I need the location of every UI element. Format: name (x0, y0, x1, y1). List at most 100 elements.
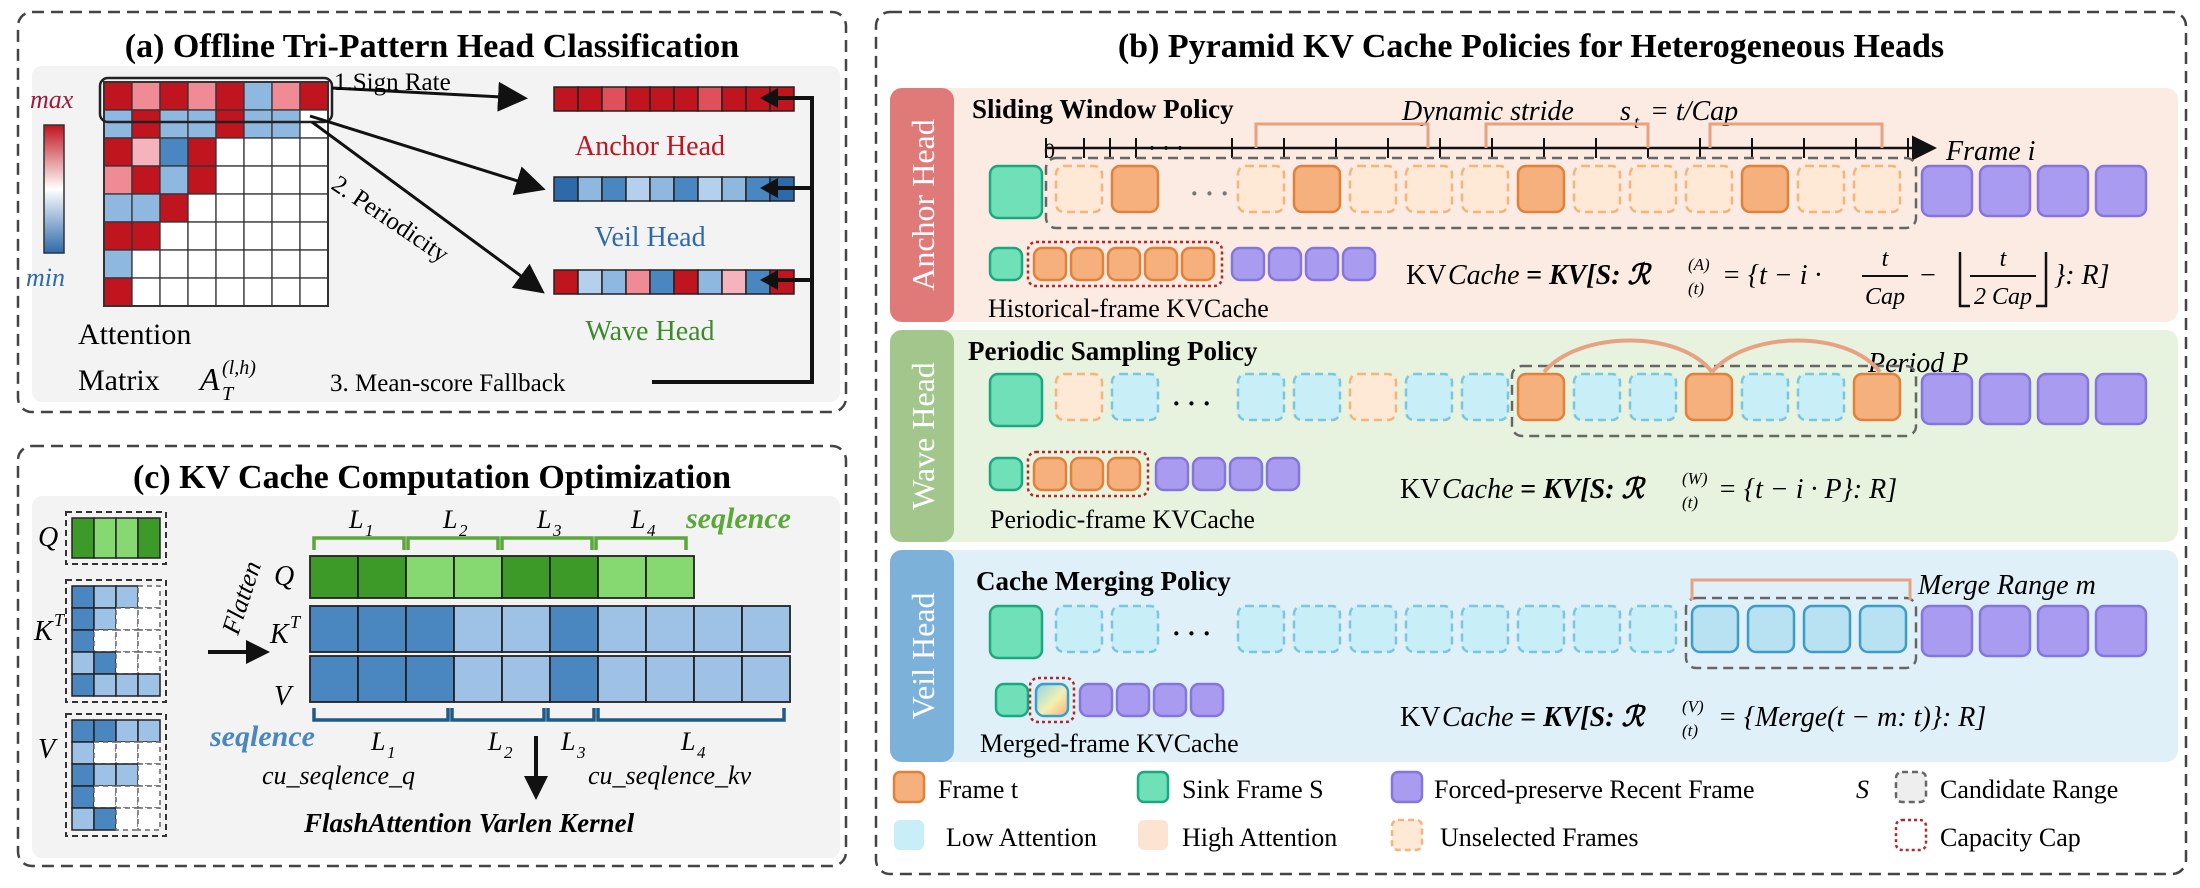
wave-pattern-cell (649, 269, 675, 295)
unselected-frame (1684, 164, 1734, 214)
low-attention-frame (1740, 372, 1790, 422)
v-small-cell (115, 719, 139, 743)
v-small-cell (93, 741, 117, 765)
selected-frame (1740, 164, 1790, 214)
matrix-cell (187, 193, 217, 223)
matrix-cell (215, 137, 245, 167)
matrix-cell (215, 221, 245, 251)
q-flat-cell (501, 555, 551, 599)
anchor-formula: KV Cache = KV[S: ℛ (A) (t) = {t − i · t … (1406, 246, 2110, 310)
bottom-length-label: L (680, 727, 695, 756)
cache-recent-frame (1154, 456, 1190, 492)
matrix-cell (131, 221, 161, 251)
wave-pattern-cell (577, 269, 603, 295)
anchor-formula-minus: − (1920, 260, 1936, 291)
veil-pattern-cell (721, 176, 747, 202)
kernel-label: FlashAttention Varlen Kernel (303, 808, 635, 838)
floor-right (2036, 252, 2048, 308)
wave-pattern-cell (601, 269, 627, 295)
matrix-cell (159, 277, 189, 307)
q-label: Q (38, 522, 58, 553)
cu-seqlence-kv: cu_seqlence_kv (588, 761, 752, 790)
merge-frame (1858, 604, 1908, 654)
kt-flat-cell (405, 605, 455, 653)
wave-side-tab (890, 330, 954, 542)
veil-formula-body: = {Merge(t − m: t)}: R] (1718, 702, 1986, 733)
bottom-length-sub: 1 (387, 743, 396, 762)
matrix-cell (243, 81, 273, 111)
period-arc (1542, 338, 1714, 374)
legend-recent-swatch (1390, 770, 1424, 804)
top-length-label: L (630, 505, 645, 534)
low-attention-frame (1460, 372, 1510, 422)
matrix-cell (215, 165, 245, 195)
matrix-cell (103, 165, 133, 195)
matrix-cell (187, 137, 217, 167)
bottom-length-brace (596, 708, 786, 722)
matrix-cell (243, 249, 273, 279)
v-flat-cell (453, 655, 503, 703)
kt-small-cell (115, 607, 139, 631)
legend-candidate: Candidate Range (1940, 775, 2118, 804)
q-small-cell (71, 517, 95, 559)
matrix-cell (271, 81, 301, 111)
veil-frame-row (988, 578, 2148, 670)
legend: Frame t Sink Frame S Forced-preserve Rec… (892, 770, 2118, 852)
anchor-formula-end: }: R] (2054, 260, 2110, 291)
v-small-cell (115, 785, 139, 809)
recent-frame (1920, 372, 1974, 426)
wave-pattern-cell (553, 269, 579, 295)
top-length-brace (312, 536, 406, 550)
unselected-frame (1404, 164, 1454, 214)
candidate-range (1684, 596, 1918, 670)
panel-a-title: (a) Offline Tri-Pattern Head Classificat… (125, 28, 740, 65)
selected-frame (1516, 372, 1566, 422)
top-length-label: L (536, 505, 551, 534)
matrix-cell (299, 249, 329, 279)
recent-frame (2094, 604, 2148, 658)
low-attention-frame (1348, 604, 1398, 654)
q-flat-cell (645, 555, 695, 599)
wave-cache-row (988, 450, 1301, 498)
matrix-cell (131, 137, 161, 167)
sink-frame (988, 164, 1044, 220)
merge-frame (1802, 604, 1852, 654)
legend-low-swatch (894, 820, 924, 850)
matrix-cell (103, 277, 133, 307)
historical-cache-label: Historical-frame KVCache (988, 294, 1269, 323)
anchor-formula-body: = {t − i · (1722, 260, 1822, 291)
cu-seqlence-q: cu_seqlence_q (262, 761, 415, 790)
matrix-cell (131, 249, 161, 279)
veil-formula-kv: KV (1400, 702, 1440, 733)
attention-symbol: A (198, 361, 220, 397)
top-length-brace (500, 536, 594, 550)
q-small-cell (137, 517, 161, 559)
wave-pattern-cell (697, 269, 723, 295)
kt-small-cell (93, 673, 117, 697)
wave-pattern-cell (673, 269, 699, 295)
kt-small-cell (71, 585, 95, 609)
cache-sink-frame (988, 246, 1024, 282)
seq-bottom-label: seqlence (209, 720, 315, 753)
cache-frame (1069, 456, 1105, 492)
bottom-length-brace (546, 708, 596, 722)
frac1-den: Cap (1865, 284, 1905, 310)
periodic-sampling-title: Periodic Sampling Policy (968, 336, 1258, 366)
wave-formula-sup: (W) (1682, 469, 1708, 488)
fallback-arrowhead-wave (760, 270, 778, 290)
veil-pattern-cell (697, 176, 723, 202)
matrix-outline (103, 81, 329, 307)
unselected-frame (1054, 372, 1104, 422)
matrix-cell (243, 137, 273, 167)
cache-frame (1069, 246, 1105, 282)
kt-small-cell (137, 629, 161, 653)
matrix-cell (187, 165, 217, 195)
merge-bracket (1690, 578, 1912, 600)
matrix-cell (103, 221, 133, 251)
sliding-window-title: Sliding Window Policy (972, 94, 1234, 124)
kt-flat-label: K (269, 619, 290, 650)
v-small-cell (71, 785, 95, 809)
anchor-cache-row (988, 240, 1377, 288)
wave-head-label: Wave Head (585, 316, 714, 347)
matrix-cell (131, 193, 161, 223)
